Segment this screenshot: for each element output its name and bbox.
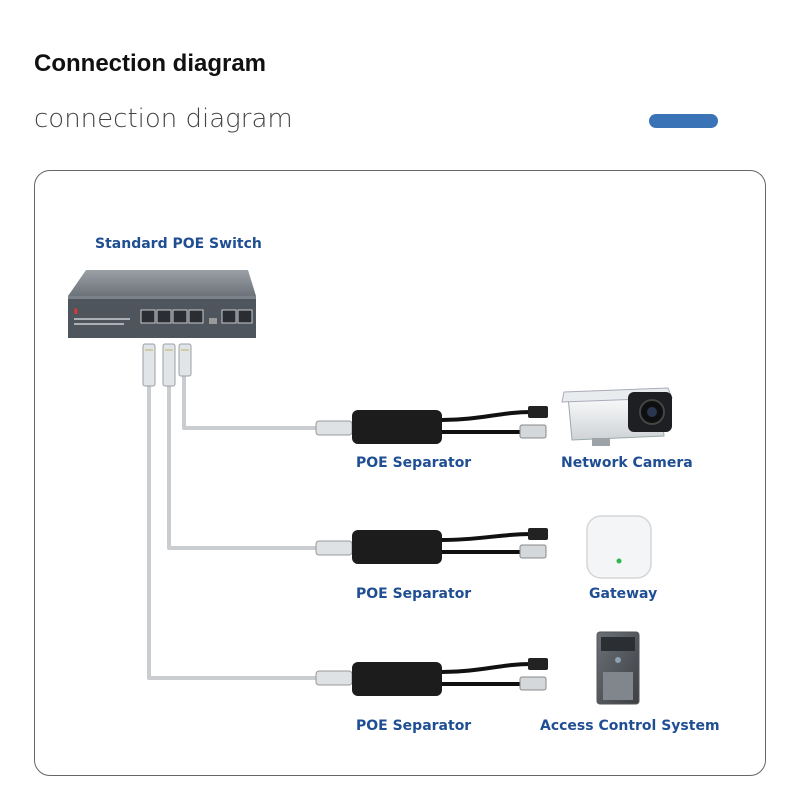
page-subtitle: connection diagram	[34, 104, 293, 134]
accent-bar	[649, 114, 718, 128]
ethernet-cables	[147, 375, 318, 680]
device-label-camera: Network Camera	[561, 455, 693, 471]
separator-label-3: POE Separator	[356, 718, 472, 734]
page-title: Connection diagram	[34, 50, 267, 77]
device-label-access: Access Control System	[540, 718, 720, 734]
device-label-gateway: Gateway	[589, 586, 658, 602]
separator-label-1: POE Separator	[356, 455, 472, 471]
poe-separators	[315, 406, 548, 696]
camera-icon	[561, 387, 673, 446]
rj45-plugs-switch	[142, 343, 192, 387]
access-panel-icon	[596, 631, 640, 705]
separator-label-2: POE Separator	[356, 586, 472, 602]
switch-brand-mark: ▮	[74, 307, 78, 315]
diagram-frame	[34, 170, 766, 776]
switch-label: Standard POE Switch	[95, 236, 262, 252]
poe-switch: ▮	[68, 270, 256, 338]
router-icon	[586, 515, 652, 579]
